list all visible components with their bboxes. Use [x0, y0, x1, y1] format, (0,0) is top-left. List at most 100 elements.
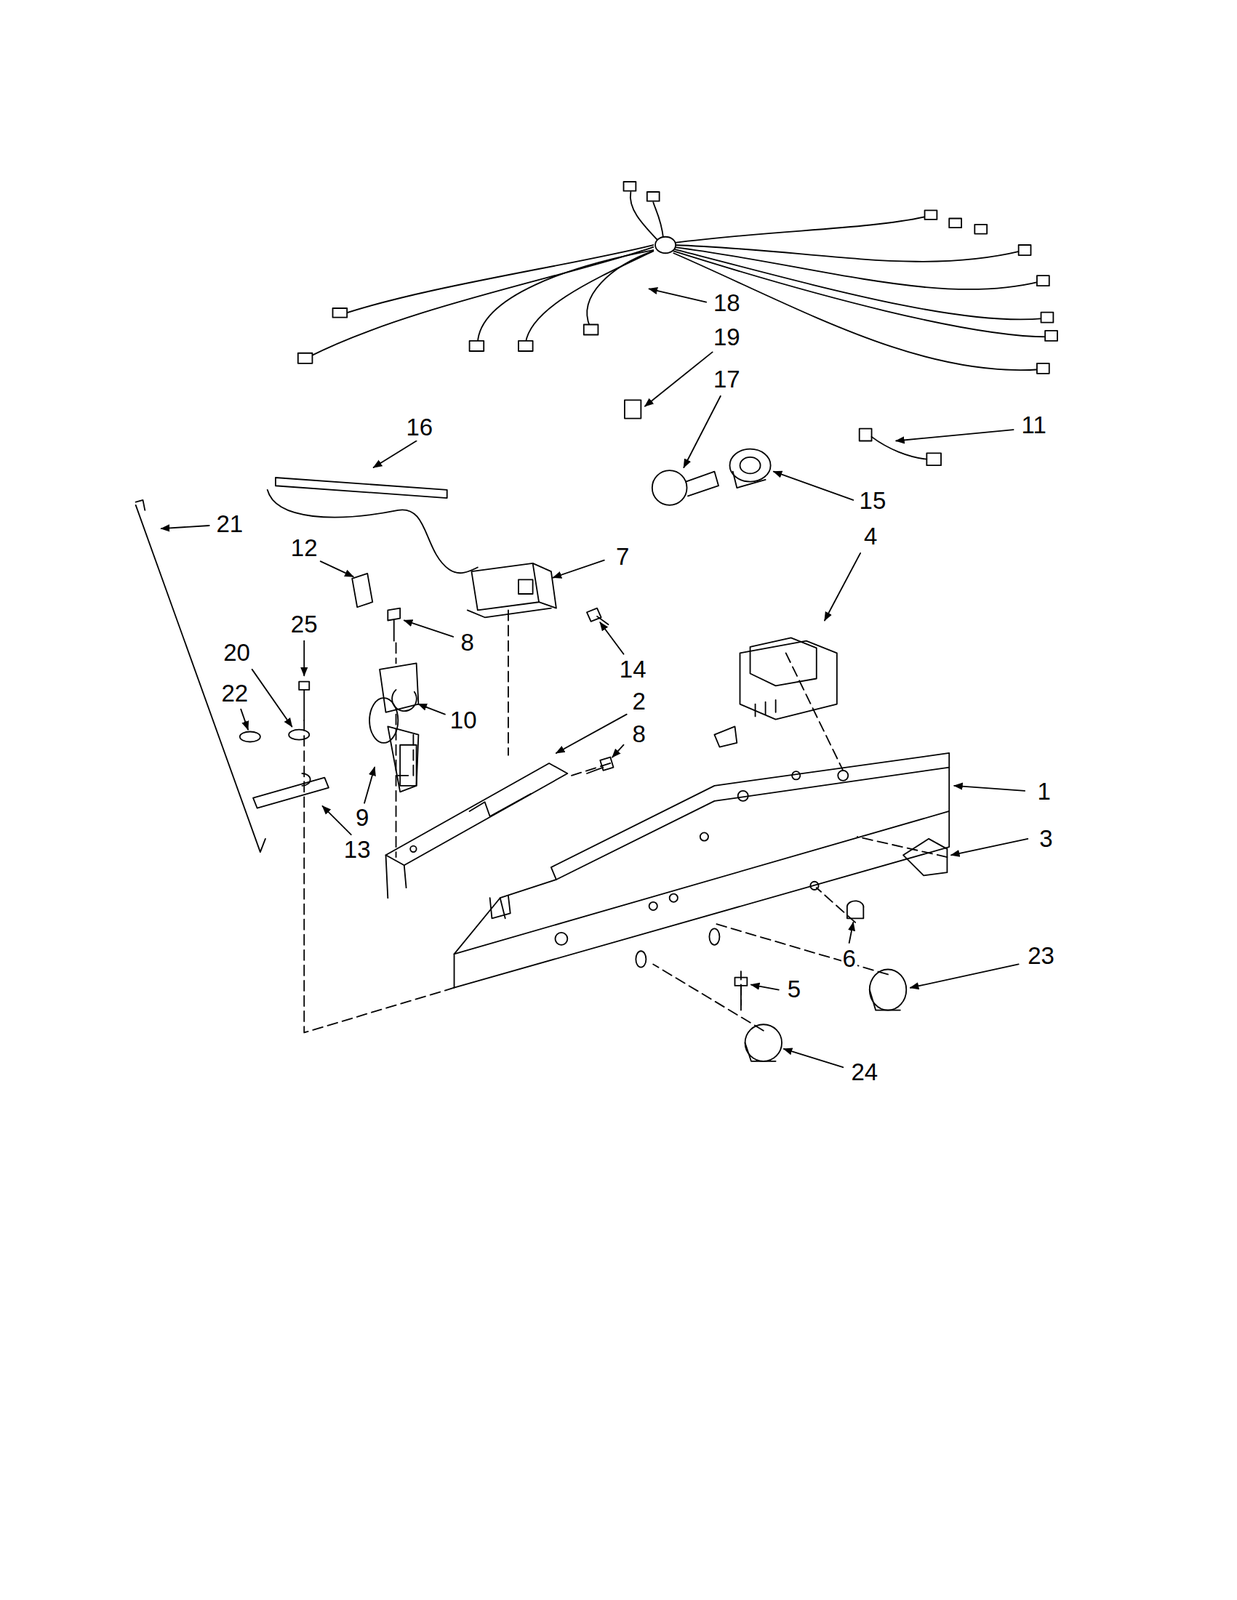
callout-number: 8 — [459, 629, 476, 656]
drawing-circle — [652, 470, 688, 506]
drawing-path — [673, 216, 927, 243]
switch — [903, 839, 947, 877]
screw — [298, 682, 310, 721]
callout-number: 5 — [786, 976, 803, 1003]
drawing-rect — [925, 210, 938, 220]
drawing-path — [849, 922, 854, 944]
drawing-circle — [700, 832, 709, 841]
drawing-path — [267, 490, 478, 574]
drawing-rect — [1037, 275, 1050, 286]
lever — [253, 773, 329, 809]
drawing-path — [910, 964, 1019, 988]
drawing-path — [783, 1049, 843, 1068]
drawing-path — [750, 637, 817, 686]
drawing-path — [740, 641, 838, 720]
washer — [288, 730, 310, 741]
drawing-path — [533, 563, 557, 609]
callout-number: 22 — [219, 680, 250, 707]
drawing-path — [490, 895, 511, 919]
clip — [624, 399, 641, 419]
callout-number: 18 — [711, 290, 742, 317]
callout-number: 12 — [289, 535, 320, 562]
drawing-ellipse — [635, 951, 646, 968]
callout-number: 8 — [630, 721, 647, 748]
drawing-path — [320, 561, 354, 577]
leader-arrow — [161, 288, 1029, 1068]
callout-number: 2 — [630, 688, 647, 715]
callout-number: 11 — [1020, 412, 1048, 439]
drawing-path — [673, 249, 1043, 320]
control-knob — [369, 698, 419, 792]
drawing-path — [525, 250, 654, 343]
washer — [239, 731, 261, 742]
drawing-path — [322, 806, 351, 835]
drawing-path — [653, 202, 664, 240]
drawing-path — [556, 767, 950, 880]
drawing-path — [467, 608, 552, 619]
drawing-path — [653, 923, 888, 1031]
callout-number: 10 — [448, 707, 479, 734]
drawing-path — [869, 990, 901, 1011]
drawing-path — [477, 250, 654, 344]
drawing-ellipse — [869, 969, 907, 1011]
drawing-path — [895, 429, 1014, 441]
drawing-circle — [738, 791, 749, 802]
drawing-path — [683, 396, 721, 468]
drawing-path — [599, 622, 624, 655]
screw — [586, 608, 608, 625]
bracket — [379, 663, 419, 712]
capillary-tube — [267, 477, 478, 574]
callout-number: 15 — [858, 487, 888, 515]
drawing-ellipse — [729, 449, 771, 483]
drawing-path — [240, 709, 248, 731]
lamp-socket — [729, 449, 771, 488]
drawing-ellipse — [740, 457, 761, 474]
mounting-bracket — [386, 763, 568, 899]
drawing-path — [341, 245, 654, 315]
drawing-path — [386, 763, 568, 866]
drawing-path — [685, 471, 719, 497]
drawing-path — [645, 351, 713, 406]
drawing-rect — [1037, 363, 1050, 374]
drawing-ellipse — [709, 928, 720, 945]
callout-number: 13 — [342, 837, 373, 864]
drawing-path — [373, 440, 417, 467]
callout-number: 6 — [841, 946, 858, 973]
drawing-rect — [518, 341, 534, 352]
drawing-ellipse — [369, 698, 398, 744]
callout-number: 3 — [1037, 826, 1054, 853]
drawing-path — [469, 794, 531, 817]
callout-number: 24 — [849, 1059, 880, 1086]
drawing-rect — [1041, 312, 1054, 323]
drawing-path — [386, 855, 407, 899]
drawing-path — [507, 610, 510, 755]
callout-number: 19 — [711, 324, 742, 351]
temperature-control — [467, 563, 557, 618]
callout-number: 1 — [1036, 778, 1053, 806]
drawing-path — [454, 811, 950, 989]
drawing-rect — [647, 191, 660, 202]
drawing-rect — [583, 324, 599, 335]
drawing-path — [364, 767, 375, 804]
screw — [586, 757, 614, 774]
drawing-path — [308, 247, 654, 358]
drawing-path — [553, 560, 605, 579]
callout-number: 23 — [1026, 943, 1056, 970]
drawing-path — [387, 726, 419, 792]
drawing-path — [673, 245, 1021, 262]
drawing-path — [786, 653, 844, 771]
drawing-circle — [554, 933, 568, 946]
drawing-path — [586, 250, 654, 327]
drawing-path — [404, 620, 454, 637]
drawing-path — [649, 288, 707, 302]
callout-number: 16 — [404, 414, 435, 441]
drawing-path — [161, 525, 210, 529]
drawing-path — [571, 763, 611, 776]
drawing-path — [454, 753, 950, 955]
lamp-bulb — [652, 470, 719, 506]
drawing-rect — [333, 308, 348, 318]
drawing-rect — [974, 224, 987, 235]
drawing-rect — [298, 353, 313, 364]
drawing-path — [816, 837, 948, 923]
